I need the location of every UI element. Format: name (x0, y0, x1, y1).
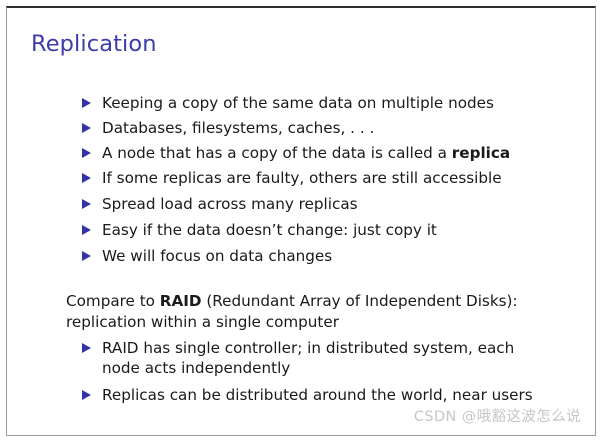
list-item-label: A node that has a copy of the data is ca… (102, 143, 552, 163)
emphasis-replica: replica (451, 144, 511, 162)
triangle-bullet-icon (82, 225, 102, 235)
list-item-label: RAID has single controller; in distribut… (102, 339, 515, 377)
list-item-label: Easy if the data doesn’t change: just co… (102, 221, 437, 239)
list-item-label: Replicas can be distributed around the w… (102, 386, 533, 404)
triangle-bullet-icon (82, 343, 102, 353)
emphasis-raid: RAID (159, 292, 202, 310)
compare-text-post: (Redundant Array of Independent Disks): … (66, 292, 518, 331)
list-item: If some replicas are faulty, others are … (82, 168, 552, 188)
list-item-label: Databases, filesystems, caches, . . . (102, 119, 375, 137)
triangle-bullet-icon (82, 173, 102, 183)
list-item: Databases, filesystems, caches, . . . (82, 118, 552, 138)
triangle-bullet-icon (82, 98, 102, 108)
slide-frame: Replication Keeping a copy of the same d… (6, 6, 596, 436)
list-item-label: Spread load across many replicas (102, 195, 358, 213)
triangle-bullet-icon (82, 199, 102, 209)
list-item: Easy if the data doesn’t change: just co… (82, 220, 552, 240)
list-item: A node that has a copy of the data is ca… (82, 143, 552, 163)
page-title: Replication (31, 31, 157, 57)
triangle-bullet-icon (82, 123, 102, 133)
triangle-bullet-icon (82, 251, 102, 261)
compare-text-pre: Compare to (66, 292, 160, 310)
list-item: Replicas can be distributed around the w… (82, 385, 552, 405)
list-item: We will focus on data changes (82, 246, 552, 266)
triangle-bullet-icon (82, 148, 102, 158)
list-item-label: We will focus on data changes (102, 247, 333, 265)
csdn-watermark: CSDN @哦豁这波怎么说 (413, 409, 581, 425)
list-item: Keeping a copy of the same data on multi… (82, 93, 552, 113)
triangle-bullet-icon (82, 390, 102, 400)
list-item: Spread load across many replicas (82, 194, 552, 214)
list-item-label: If some replicas are faulty, others are … (102, 169, 502, 187)
list-item-label: Keeping a copy of the same data on multi… (102, 94, 494, 112)
list-item-text-pre: A node that has a copy of the data is ca… (102, 144, 452, 162)
list-item: RAID has single controller; in distribut… (82, 338, 532, 378)
compare-raid-paragraph: Compare to RAID (Redundant Array of Inde… (66, 291, 566, 332)
